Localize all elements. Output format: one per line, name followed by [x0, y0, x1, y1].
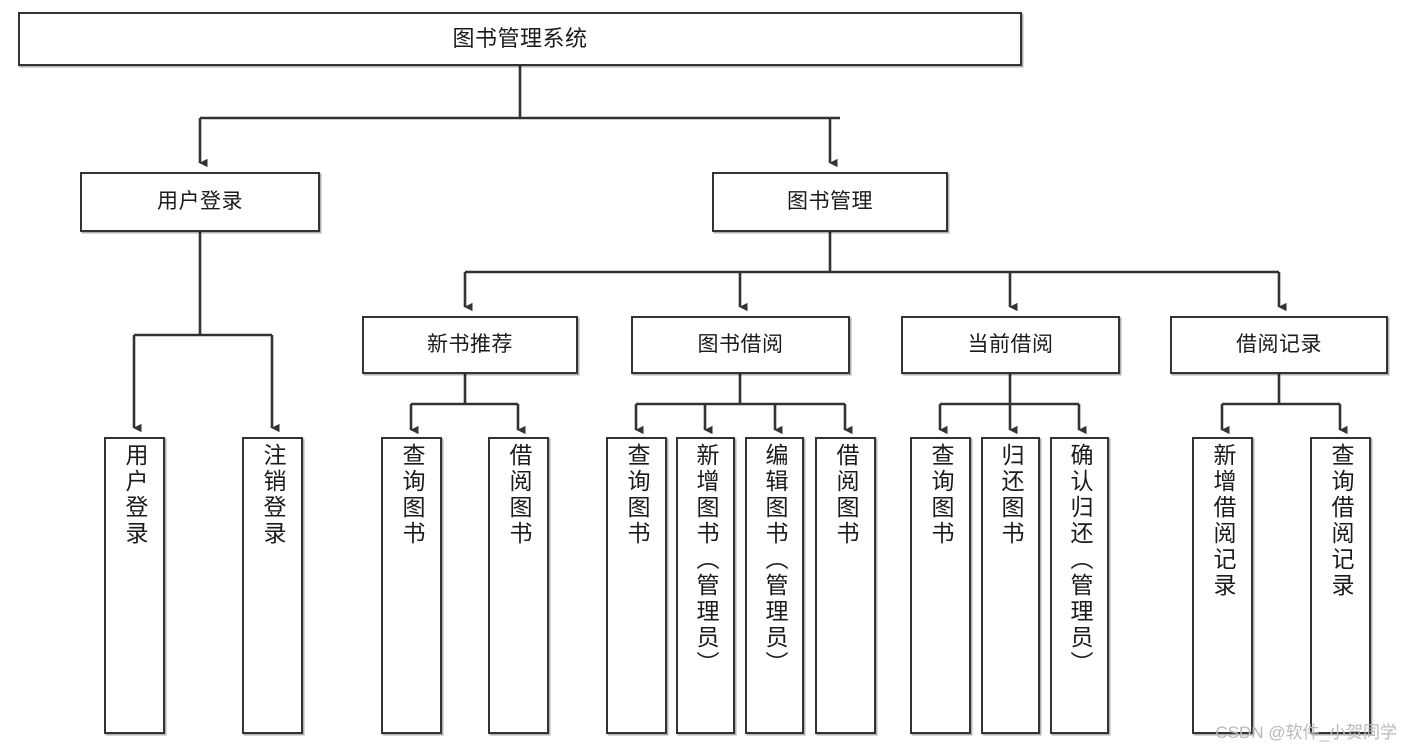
node-label: 借阅图书: [833, 443, 859, 547]
node-user-login[interactable]: 用户登录: [80, 172, 320, 232]
node-label: 借阅记录: [1236, 332, 1322, 356]
node-label: 查询图书: [928, 443, 954, 547]
node-current-borrow[interactable]: 当前借阅: [901, 316, 1120, 374]
node-root-book-management-system[interactable]: 图书管理系统: [18, 12, 1022, 66]
node-book-borrow[interactable]: 图书借阅: [631, 316, 850, 374]
node-leaf-confirm-return[interactable]: 确认归还（管理员）: [1050, 437, 1109, 734]
node-leaf-add-book[interactable]: 新增图书（管理员）: [676, 437, 735, 734]
node-label: 确认归还（管理员）: [1067, 443, 1093, 677]
node-label: 注销登录: [260, 443, 286, 547]
node-label: 编辑图书（管理员）: [762, 443, 788, 677]
node-borrow-record[interactable]: 借阅记录: [1170, 316, 1388, 374]
node-leaf-query-book-2[interactable]: 查询图书: [606, 437, 667, 734]
node-leaf-borrow-book-1[interactable]: 借阅图书: [488, 437, 549, 734]
csdn-watermark: CSDN @软件_小贺同学: [1215, 723, 1397, 742]
node-label: 查询图书: [624, 443, 650, 547]
node-label: 用户登录: [122, 443, 148, 547]
node-leaf-add-record[interactable]: 新增借阅记录: [1192, 437, 1253, 734]
node-label: 新增图书（管理员）: [693, 443, 719, 677]
node-label: 当前借阅: [967, 332, 1054, 356]
node-label: 新增借阅记录: [1210, 443, 1236, 599]
node-label: 图书借阅: [697, 332, 784, 356]
node-label: 新书推荐: [427, 332, 513, 356]
node-leaf-logout-login[interactable]: 注销登录: [242, 437, 303, 734]
node-leaf-edit-book[interactable]: 编辑图书（管理员）: [745, 437, 804, 734]
node-label: 查询借阅记录: [1328, 443, 1354, 599]
node-book-management[interactable]: 图书管理: [712, 172, 948, 232]
node-label: 用户登录: [157, 189, 243, 213]
node-leaf-return-book[interactable]: 归还图书: [981, 437, 1040, 734]
node-leaf-query-book-1[interactable]: 查询图书: [381, 437, 442, 734]
node-label: 图书管理系统: [452, 26, 588, 52]
node-leaf-query-book-3[interactable]: 查询图书: [910, 437, 971, 734]
node-new-book-recommend[interactable]: 新书推荐: [362, 316, 578, 374]
node-leaf-user-login[interactable]: 用户登录: [104, 437, 165, 734]
node-label: 借阅图书: [506, 443, 532, 547]
node-label: 归还图书: [998, 443, 1024, 547]
node-label: 图书管理: [787, 189, 873, 213]
node-leaf-borrow-book-2[interactable]: 借阅图书: [815, 437, 876, 734]
node-leaf-query-record[interactable]: 查询借阅记录: [1310, 437, 1371, 734]
node-label: 查询图书: [399, 443, 425, 547]
